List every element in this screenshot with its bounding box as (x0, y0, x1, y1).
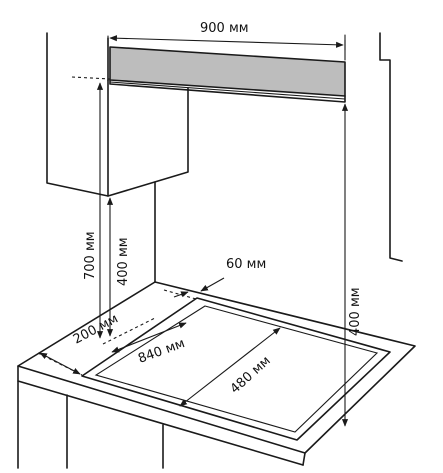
label-200-line1: 200 мм (71, 311, 121, 347)
left-wall-cabinet (46, 32, 189, 197)
countertop (17, 281, 416, 469)
label-400-left: 400 мм (116, 237, 131, 286)
label-900: 900 мм (200, 21, 249, 36)
label-480: 480 мм (228, 353, 274, 397)
dimension-60-gap: 60 мм (173, 257, 266, 298)
reference-lines (37, 76, 197, 376)
dimension-400-left: 400 мм (106, 197, 131, 337)
label-700: 700 мм (83, 231, 98, 280)
label-400-right: 400 мм (348, 287, 363, 336)
dimension-700-height: 700 мм (83, 82, 104, 339)
hob-cutout (81, 297, 391, 441)
dimension-200-side: 200 мм (39, 311, 121, 375)
label-60: 60 мм (226, 257, 266, 272)
dimension-480-cutout: 480 мм (179, 327, 281, 407)
label-840: 840 мм (136, 336, 187, 367)
dimension-900-top: 900 мм (107, 21, 346, 51)
range-hood (109, 46, 346, 103)
dimension-400-right: 400 мм (341, 103, 363, 427)
right-wall-cabinet (344, 32, 403, 262)
